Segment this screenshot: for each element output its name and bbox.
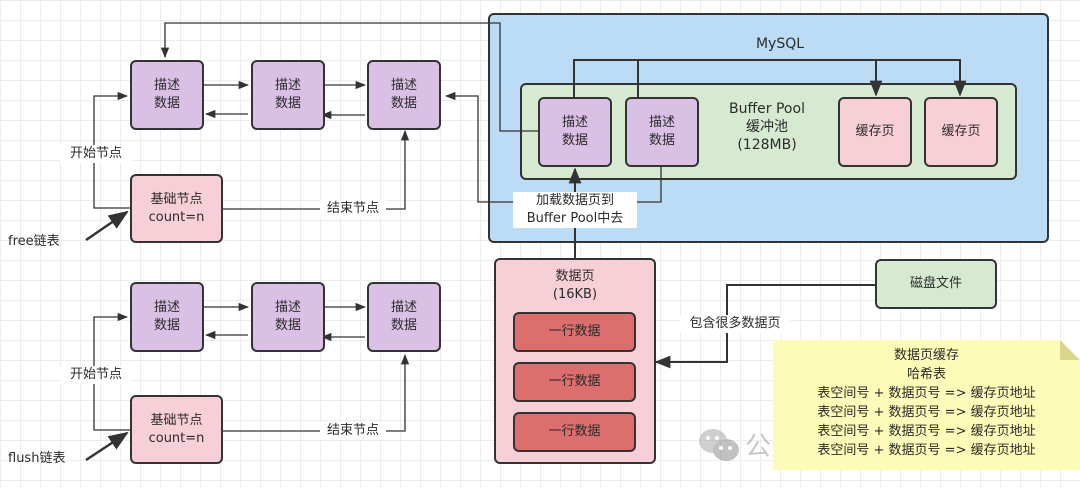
cache-page-2[interactable]: 缓存页 xyxy=(924,97,998,167)
note-subtitle: 哈希表 xyxy=(906,367,946,382)
flush-base-node[interactable]: 基础节点 count=n xyxy=(130,395,223,464)
flush-node-2[interactable]: 描述 数据 xyxy=(251,282,325,352)
free-base-node[interactable]: 基础节点 count=n xyxy=(130,174,223,243)
note-entry: 表空间号 + 数据页号 => 缓存页地址 xyxy=(817,405,1036,420)
flush-end-label: 结束节点 xyxy=(320,422,386,440)
note-title: 数据页缓存 xyxy=(893,348,959,363)
free-list-name: free链表 xyxy=(8,234,60,249)
data-page-title: 数据页 (16KB) xyxy=(552,269,598,302)
wechat-icon xyxy=(697,426,741,471)
load-label: 加载数据页到 Buffer Pool中去 xyxy=(513,192,637,228)
free-loop-line xyxy=(160,22,538,132)
data-row-1[interactable]: 一行数据 xyxy=(513,312,636,352)
flush-list-name: flush链表 xyxy=(8,451,66,466)
flush-pointer xyxy=(85,431,129,462)
flush-start-label: 开始节点 xyxy=(60,366,132,384)
free-start-label: 开始节点 xyxy=(60,145,132,163)
free-node-1[interactable]: 描述 数据 xyxy=(130,60,204,130)
cache-page-1[interactable]: 缓存页 xyxy=(838,97,912,167)
flush-node-3[interactable]: 描述 数据 xyxy=(367,282,441,352)
disk-edge-label: 包含很多数据页 xyxy=(680,315,790,333)
note-entry: 表空间号 + 数据页号 => 缓存页地址 xyxy=(817,443,1036,458)
note-fold xyxy=(1060,340,1080,360)
note-entry: 表空间号 + 数据页号 => 缓存页地址 xyxy=(817,424,1036,439)
free-end-label: 结束节点 xyxy=(320,200,386,218)
free-pointer xyxy=(85,210,129,242)
pool-descriptor-2[interactable]: 描述 数据 xyxy=(625,97,699,167)
data-row-2[interactable]: 一行数据 xyxy=(513,362,636,402)
mysql-title: MySQL xyxy=(755,36,805,52)
hash-table-note: 数据页缓存 哈希表 表空间号 + 数据页号 => 缓存页地址 表空间号 + 数据… xyxy=(773,340,1080,470)
data-row-3[interactable]: 一行数据 xyxy=(513,412,636,452)
buffer-pool-label: Buffer Pool 缓冲池 (128MB) xyxy=(729,101,805,153)
flush-end-line xyxy=(222,353,410,432)
free-end-line xyxy=(222,129,410,210)
free-node-3[interactable]: 描述 数据 xyxy=(367,60,441,130)
disk-file[interactable]: 磁盘文件 xyxy=(875,259,997,309)
pool-descriptor-1[interactable]: 描述 数据 xyxy=(538,97,612,167)
free-node-2[interactable]: 描述 数据 xyxy=(251,60,325,130)
note-entry: 表空间号 + 数据页号 => 缓存页地址 xyxy=(817,386,1036,401)
flush-node-1[interactable]: 描述 数据 xyxy=(130,282,204,352)
